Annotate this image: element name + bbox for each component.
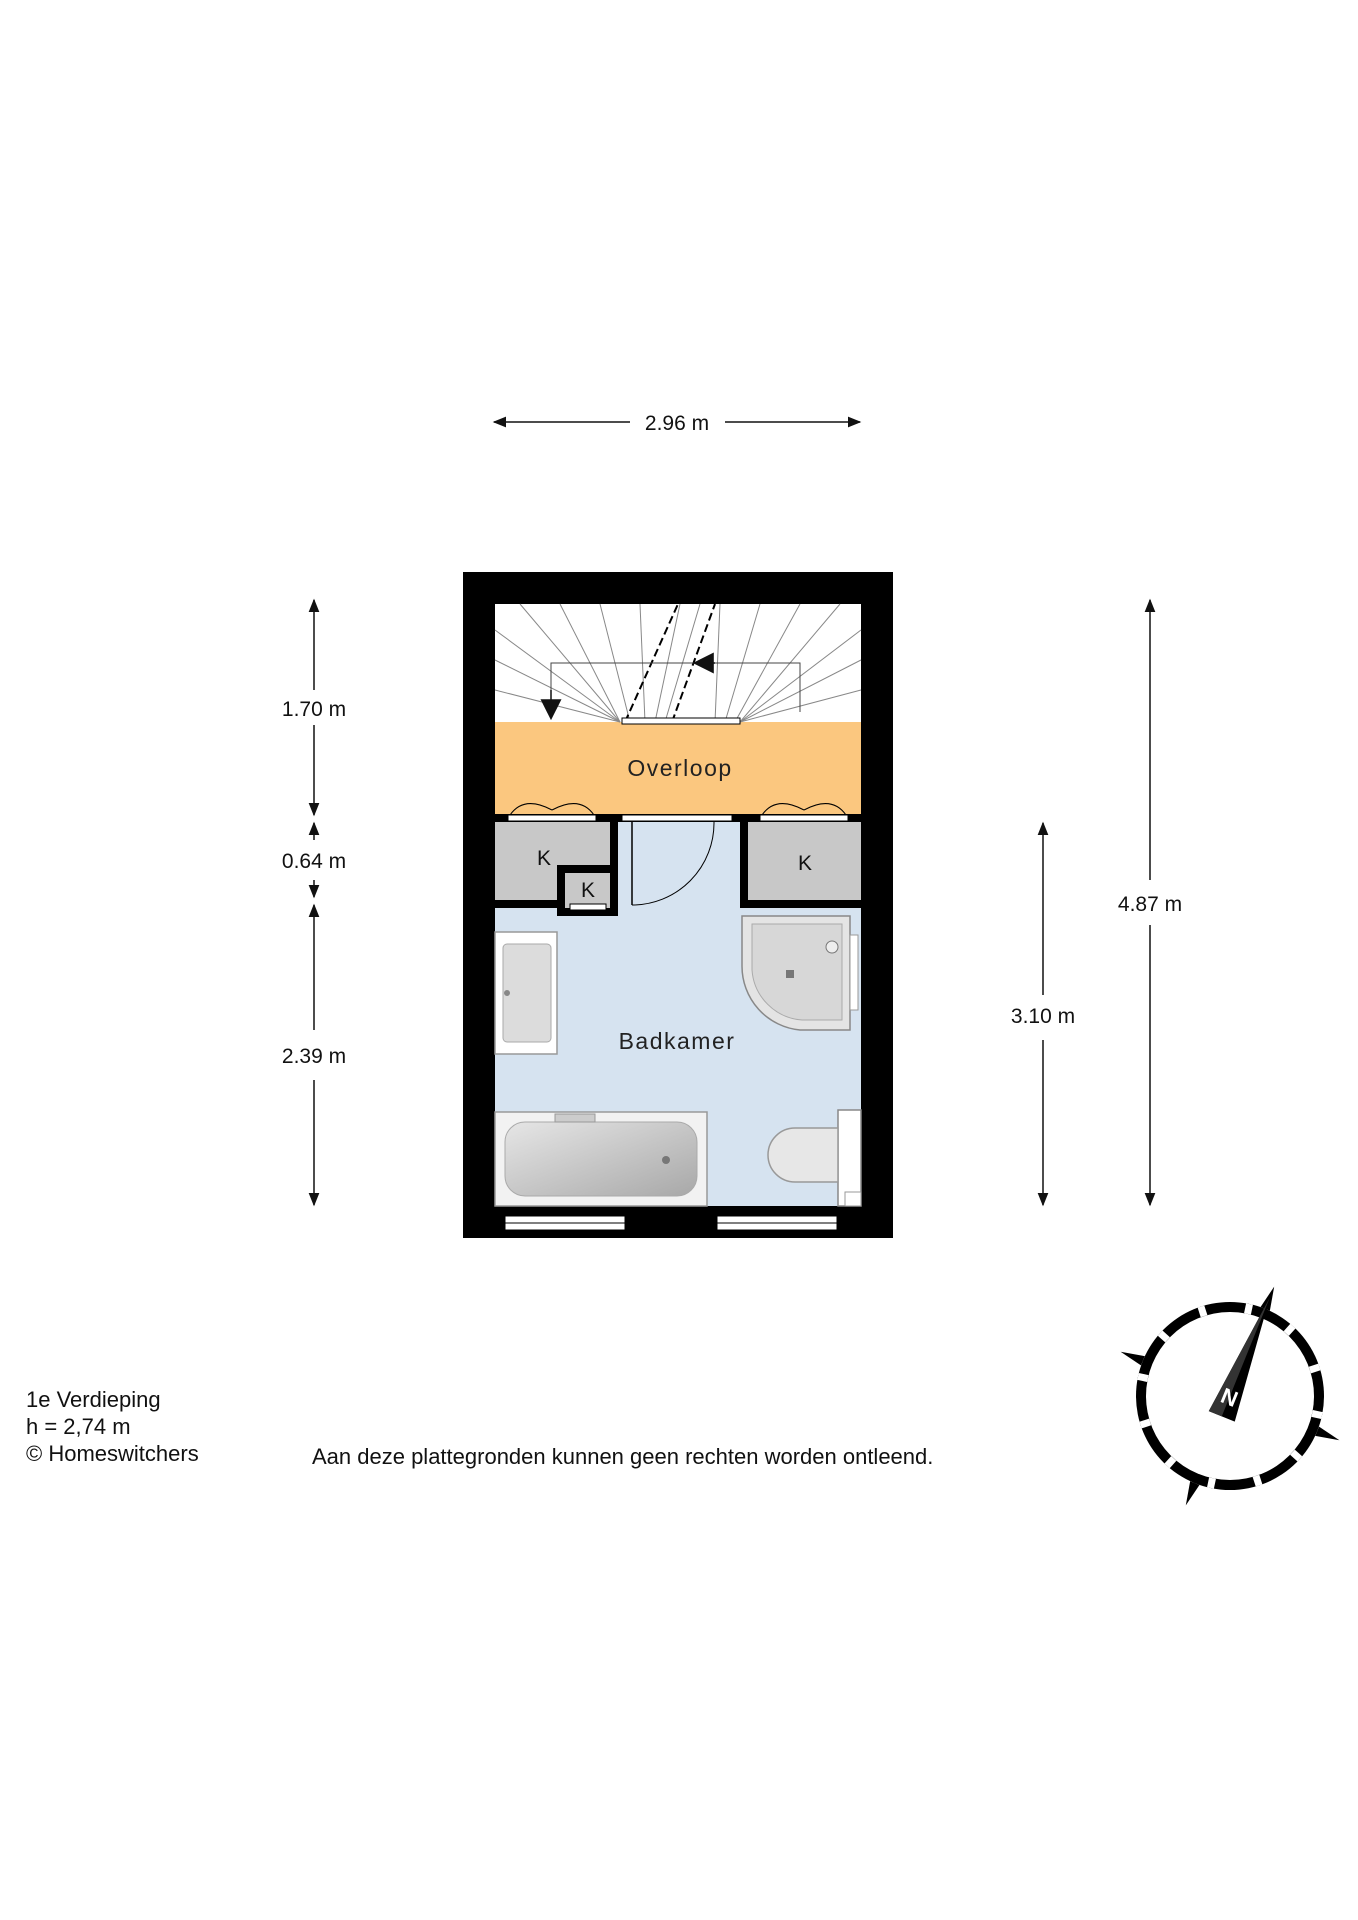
dimension-right-outer-label: 4.87 m: [1118, 893, 1182, 916]
dimension-left-upper-label: 1.70 m: [282, 698, 346, 721]
room-label-bathroom: Badkamer: [619, 1028, 736, 1054]
doors: [507, 803, 849, 911]
dimension-width-top-label: 2.96 m: [645, 412, 709, 435]
landing-room: [495, 722, 861, 814]
toilet-bowl: [767, 1127, 839, 1183]
dimension-right-inner-label: 3.10 m: [1011, 1005, 1075, 1028]
dimension-left-lower-label: 2.39 m: [282, 1045, 346, 1068]
floor-name: 1e Verdieping: [26, 1387, 161, 1412]
dimension-right-outer: 4.87 m: [1118, 598, 1182, 1207]
floor-height: h = 2,74 m: [26, 1414, 131, 1439]
closet-right: [748, 822, 861, 900]
room-label-closet-right: K: [798, 852, 812, 875]
dimension-left-upper: 1.70 m: [282, 598, 346, 817]
dimension-left-middle-label: 0.64 m: [282, 850, 346, 873]
copyright: © Homeswitchers: [26, 1441, 199, 1466]
closet-small: [565, 873, 610, 908]
dimension-width-top: 2.96 m: [492, 412, 862, 435]
room-label-landing: Overloop: [627, 755, 732, 781]
fixtures: [494, 915, 862, 1207]
room-label-closet-left: K: [537, 847, 551, 870]
dimension-right-inner: 3.10 m: [1011, 821, 1075, 1207]
floor-info: 1e Verdieping h = 2,74 m © Homeswitchers: [26, 1386, 199, 1467]
sink-basin: [502, 943, 552, 1043]
dimension-left-lower: 2.39 m: [282, 903, 346, 1207]
compass-icon: N: [1120, 1286, 1340, 1506]
disclaimer: Aan deze plattegronden kunnen geen recht…: [312, 1444, 934, 1469]
dimension-left-middle: 0.64 m: [282, 821, 346, 899]
staircase: [494, 603, 862, 725]
room-label-closet-small: K: [581, 879, 595, 902]
